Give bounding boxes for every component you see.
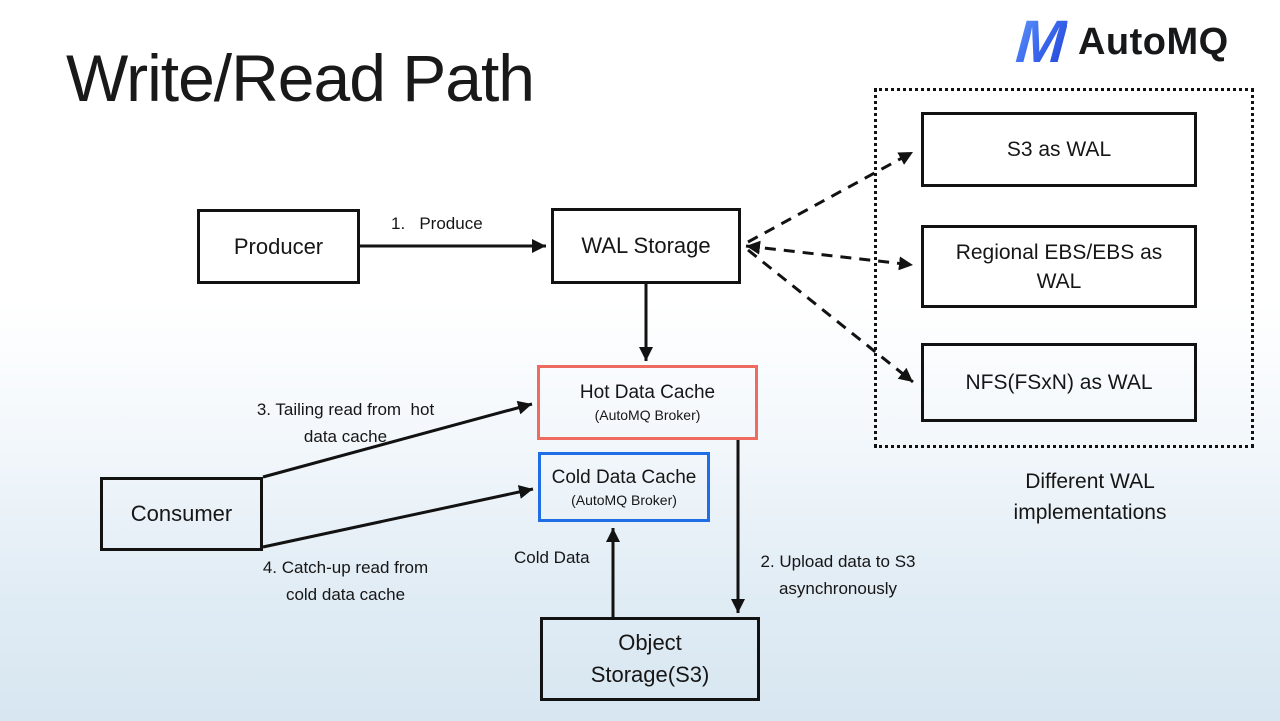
tailing-read-edge-label-line1: 3. Tailing read from hot [256, 400, 435, 419]
hot-data-cache-label: Hot Data Cache [579, 382, 716, 403]
upload-edge-label: 2. Upload data to S3 asynchronously [744, 548, 932, 602]
object-storage-label-line2: Storage(S3) [590, 662, 710, 687]
arrow-catchup-read [262, 485, 534, 549]
producer-node: Producer [197, 209, 360, 284]
upload-edge-label-line2: asynchronously [778, 579, 898, 598]
catchup-read-edge-label-line1: 4. Catch-up read from [262, 558, 429, 577]
cold-data-edge-label: Cold Data [514, 548, 590, 567]
producer-label: Producer [233, 233, 324, 259]
wal-group-caption-line2: implementations [1013, 501, 1167, 524]
s3-as-wal-label: S3 as WAL [1006, 138, 1112, 161]
wal-storage-node: WAL Storage [551, 208, 741, 284]
tailing-read-edge-label: 3. Tailing read from hot data cache [213, 396, 478, 450]
upload-edge-label-line1: 2. Upload data to S3 [760, 552, 916, 571]
nfs-as-wal-label: NFS(FSxN) as WAL [965, 371, 1153, 394]
wal-group-caption: Different WAL implementations [985, 466, 1195, 528]
object-storage-label-line1: Object [618, 630, 682, 655]
consumer-label: Consumer [130, 501, 233, 526]
produce-edge-label: 1. Produce [391, 214, 483, 233]
catchup-read-edge-label-line2: cold data cache [285, 585, 406, 604]
regional-ebs-as-wal-node: Regional EBS/EBS as WAL [921, 225, 1197, 308]
automq-logo-wordmark: AutoMQ [1077, 20, 1229, 63]
consumer-node: Consumer [100, 477, 263, 551]
regional-ebs-as-wal-label: Regional EBS/EBS as WAL [955, 240, 1163, 293]
cold-data-cache-node: Cold Data Cache (AutoMQ Broker) [538, 452, 710, 522]
catchup-read-edge-label: 4. Catch-up read from cold data cache [213, 554, 478, 608]
cold-data-cache-sublabel: (AutoMQ Broker) [571, 491, 677, 508]
nfs-as-wal-node: NFS(FSxN) as WAL [921, 343, 1197, 422]
cold-data-cache-label: Cold Data Cache [551, 466, 697, 488]
page-title: Write/Read Path [66, 41, 535, 115]
wal-storage-label: WAL Storage [581, 233, 711, 258]
object-storage-node: Object Storage(S3) [540, 617, 760, 701]
automq-logo: M AutoMQ [1013, 8, 1229, 75]
wal-implementations-group: S3 as WAL Regional EBS/EBS as WAL NFS(FS… [874, 88, 1254, 448]
hot-data-cache-sublabel: (AutoMQ Broker) [594, 407, 701, 423]
tailing-read-edge-label-line2: data cache [303, 427, 388, 446]
wal-group-caption-line1: Different WAL [1025, 470, 1155, 493]
automq-logo-icon: M [1013, 8, 1069, 75]
hot-data-cache-node: Hot Data Cache (AutoMQ Broker) [537, 365, 758, 440]
s3-as-wal-node: S3 as WAL [921, 112, 1197, 187]
